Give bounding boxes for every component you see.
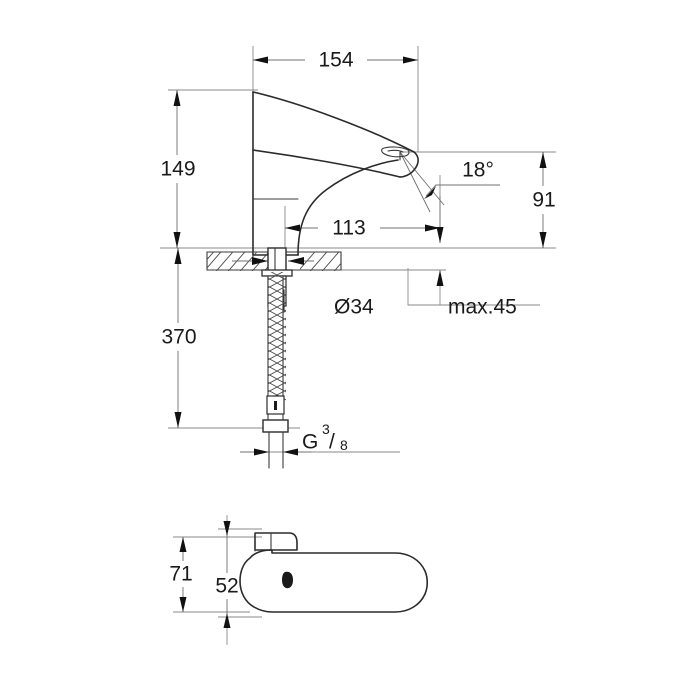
dimension-370: 370 <box>151 248 207 428</box>
dimension-label-113: 113 <box>332 217 365 240</box>
dimension-71: 71 <box>158 537 204 612</box>
thread-label-prefix: G <box>302 431 318 454</box>
top-plan-view: 71 52 <box>158 515 429 645</box>
dimension-thread-g38: G 3 / 8 <box>240 421 348 456</box>
side-elevation-view: 154 149 113 <box>150 46 566 469</box>
plan-body-outline <box>239 549 429 613</box>
dimension-label-52: 52 <box>215 575 238 598</box>
dimension-149: 149 <box>150 90 206 248</box>
dimension-label-18-degrees: 18° <box>462 159 494 182</box>
dimension-label-370: 370 <box>161 326 196 349</box>
dimension-label-diameter-34: Ø34 <box>334 296 374 319</box>
dimension-max-45: max.45 <box>436 270 517 319</box>
faucet-body-outline <box>252 91 419 256</box>
dimension-label-71: 71 <box>169 563 192 586</box>
dimension-label-91: 91 <box>532 189 555 212</box>
thread-label-separator: / <box>329 431 335 454</box>
thread-label-denominator: 8 <box>340 437 348 453</box>
plan-spout-tip <box>254 532 298 552</box>
hose-braid-texture <box>268 272 286 401</box>
dimension-18-degrees: 18° <box>399 151 508 243</box>
dimension-154: 154 <box>253 46 418 74</box>
extension-lines-elevation <box>160 46 556 453</box>
dimension-label-max-45: max.45 <box>448 296 517 319</box>
dimension-113: 113 <box>285 214 440 242</box>
sensor-window-detail <box>381 146 410 161</box>
dimension-91: 91 <box>522 152 566 248</box>
flexible-hose <box>262 272 289 469</box>
dimension-label-154: 154 <box>318 49 353 72</box>
dimension-diameter-34: Ø34 <box>334 296 374 319</box>
dimension-label-149: 149 <box>160 158 195 181</box>
thread-label-numerator: 3 <box>322 421 330 437</box>
